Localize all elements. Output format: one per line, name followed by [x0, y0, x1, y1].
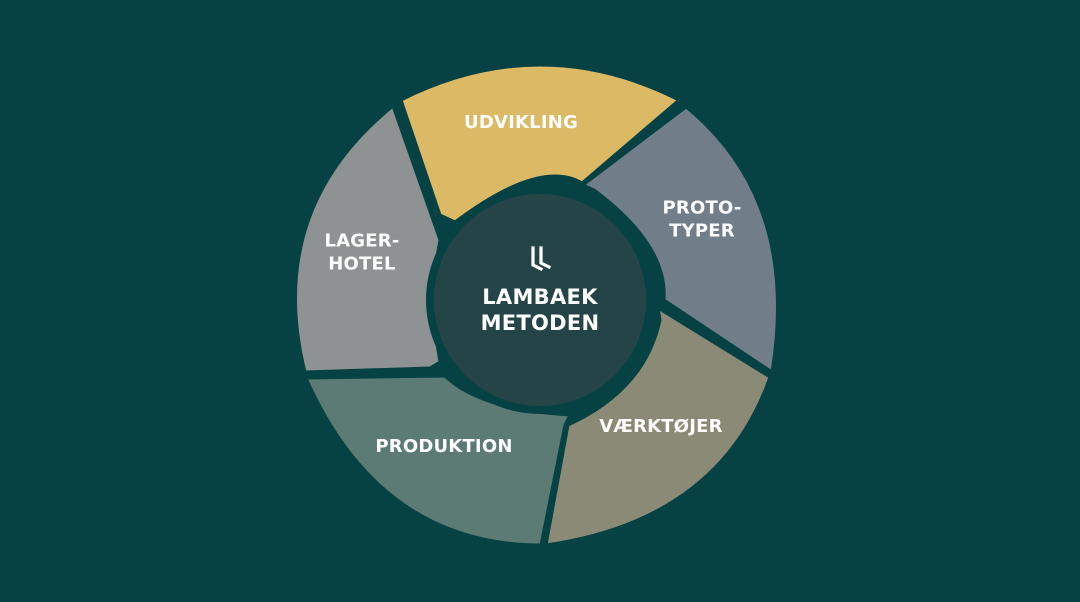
segment-label-prototyper-line1: PROTO-	[663, 198, 742, 219]
segment-label-lagerhotel-line1: LAGER-	[324, 231, 399, 252]
segment-label-produktion-line1: PRODUKTION	[375, 436, 512, 457]
center-title-line2: METODEN	[481, 311, 600, 335]
segment-label-lagerhotel-line2: HOTEL	[328, 254, 395, 275]
segment-prototyper	[581, 105, 779, 374]
segment-label-udvikling-line1: UDVIKLING	[464, 112, 578, 133]
segment-label-prototyper-line2: TYPER	[669, 221, 735, 242]
center-title-line1: LAMBAEK	[482, 285, 598, 309]
lambaek-logo-icon	[531, 246, 552, 272]
segment-vaerktojer	[544, 306, 772, 547]
segment-labels: UDVIKLING PROTO-TYPER VÆRKTØJER PRODUKTION L…	[324, 112, 741, 457]
center-hub	[434, 194, 646, 406]
segment-label-vaerktojer-line1: VÆRKTØJER	[599, 416, 723, 437]
